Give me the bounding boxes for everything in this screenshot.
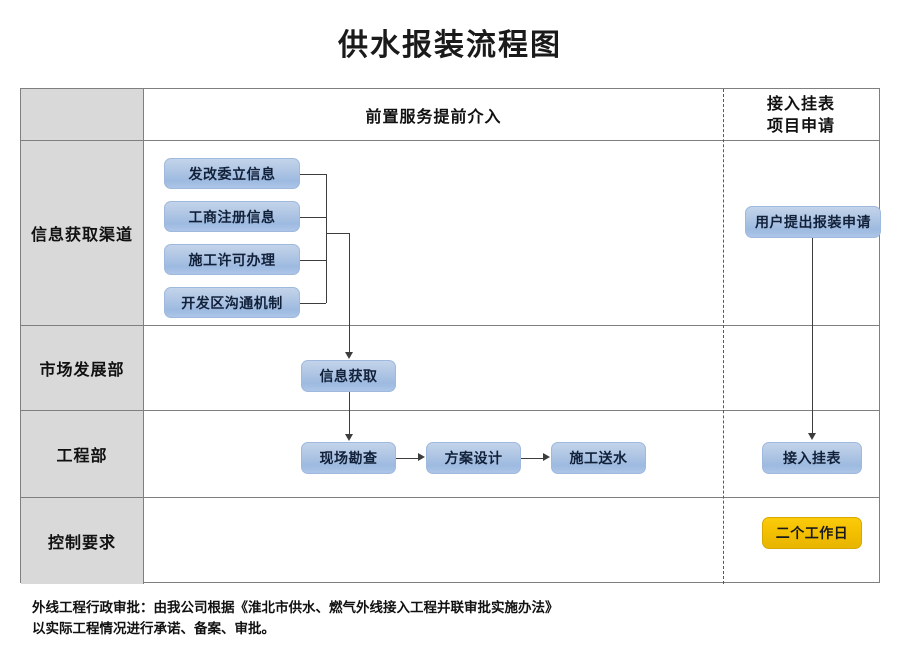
- table-row: 市场发展部: [21, 326, 879, 411]
- header-right-label: 接入挂表 项目申请: [723, 89, 879, 140]
- connector-permit-stub: [300, 259, 326, 261]
- row-label-engineering: 工程部: [21, 411, 144, 497]
- row-label-control-requirement: 控制要求: [21, 498, 144, 584]
- node-site-survey[interactable]: 现场勘查: [301, 442, 396, 474]
- connector-business-stub: [300, 216, 326, 218]
- arrowhead-to-construction-supply: [543, 453, 550, 461]
- node-two-working-days[interactable]: 二个工作日: [762, 517, 862, 549]
- swimlane-table: 前置服务提前介入 接入挂表 项目申请 信息获取渠道 市场发展部 工程部 控制要求…: [20, 88, 881, 584]
- connector-site-survey-to-scheme: [396, 457, 419, 459]
- node-meter-connection[interactable]: 接入挂表: [762, 442, 862, 474]
- connector-info-to-site-survey: [349, 392, 350, 435]
- node-user-application[interactable]: 用户提出报装申请: [745, 206, 881, 238]
- table-row: 工程部: [21, 411, 879, 498]
- row-label-info-channels: 信息获取渠道: [21, 141, 144, 325]
- connector-scheme-to-construction: [521, 457, 544, 459]
- footnote: 外线工程行政审批：由我公司根据《淮北市供水、燃气外线接入工程并联审批实施办法》 …: [32, 598, 832, 640]
- footnote-line-2: 以实际工程情况进行承诺、备案、审批。: [32, 620, 275, 637]
- table-header-row: 前置服务提前介入 接入挂表 项目申请: [21, 89, 879, 141]
- connector-drop-to-info-acquisition: [349, 233, 350, 353]
- connector-merge-to-drop: [326, 233, 349, 234]
- connector-devzone-stub: [300, 302, 326, 304]
- node-information-acquisition[interactable]: 信息获取: [301, 360, 396, 392]
- row-label-market-dev: 市场发展部: [21, 326, 144, 410]
- connector-application-to-meter: [812, 238, 813, 434]
- header-corner-blank: [21, 89, 144, 140]
- section-divider-dashed: [723, 89, 724, 584]
- row-body-market-dev: [144, 326, 879, 410]
- table-row: 控制要求: [21, 498, 879, 584]
- header-right-line2: 项目申请: [766, 115, 835, 135]
- footnote-line-1: 外线工程行政审批：由我公司根据《淮北市供水、燃气外线接入工程并联审批实施办法》: [32, 600, 559, 616]
- header-main-label: 前置服务提前介入: [365, 106, 502, 126]
- arrowhead-to-site-survey: [344, 434, 353, 441]
- node-scheme-design[interactable]: 方案设计: [426, 442, 521, 474]
- node-construction-permit[interactable]: 施工许可办理: [164, 244, 300, 275]
- node-construction-water-supply[interactable]: 施工送水: [551, 442, 646, 474]
- node-development-zone-channel[interactable]: 开发区沟通机制: [164, 287, 300, 318]
- node-ndrc-info[interactable]: 发改委立信息: [164, 158, 300, 189]
- connector-merge-spine: [326, 173, 327, 303]
- header-right-line1: 接入挂表: [766, 93, 835, 113]
- arrowhead-to-meter-connection: [807, 433, 816, 440]
- arrowhead-to-scheme-design: [418, 453, 425, 461]
- node-business-registration-info[interactable]: 工商注册信息: [164, 201, 300, 232]
- table-row: 信息获取渠道: [21, 141, 879, 326]
- arrowhead-to-info-acquisition: [344, 352, 353, 359]
- connector-ndrc-stub: [300, 173, 326, 175]
- page-title: 供水报装流程图: [338, 28, 562, 63]
